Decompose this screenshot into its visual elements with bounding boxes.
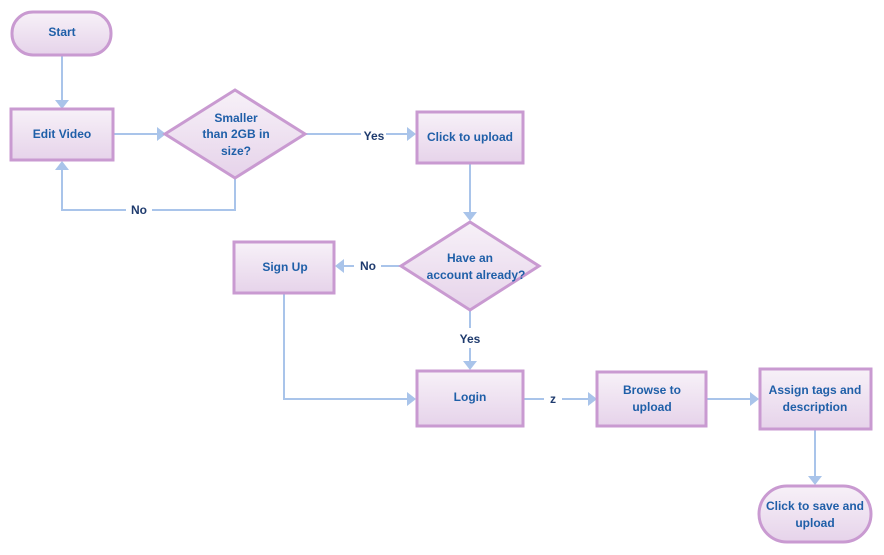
arrowhead xyxy=(463,212,477,221)
node-save-upload-line-1: Click to save and xyxy=(766,499,864,513)
arrowhead xyxy=(588,392,597,406)
node-save-upload: Click to save and upload xyxy=(757,484,873,544)
decision-size-check-line-3: size? xyxy=(221,144,251,158)
node-edit-video: Edit Video xyxy=(9,107,115,162)
arrowhead xyxy=(157,127,166,141)
decision-account-check-line-1: Have an xyxy=(447,251,493,265)
edge-signup-to-login xyxy=(283,294,407,400)
decision-size-check: Smaller than 2GB in size? xyxy=(162,88,308,180)
node-save-upload-line-2: upload xyxy=(795,516,834,530)
edge-label-account-no: No xyxy=(360,259,376,273)
decision-account-check-line-2: account already? xyxy=(427,268,526,282)
decision-size-check-line-1: Smaller xyxy=(214,111,258,125)
edge-size-no xyxy=(61,169,236,211)
node-assign-tags-line-2: description xyxy=(783,400,848,414)
node-click-to-upload-label: Click to upload xyxy=(427,130,513,144)
edge-label-login-browse: z xyxy=(550,392,556,406)
node-assign-tags-line-1: Assign tags and xyxy=(769,383,862,397)
node-assign-tags: Assign tags and description xyxy=(758,367,873,431)
node-login: Login xyxy=(415,369,525,428)
arrowhead xyxy=(335,259,344,273)
arrowhead xyxy=(407,392,416,406)
node-browse: Browse to upload xyxy=(595,370,708,428)
decision-account-check: Have an account already? xyxy=(398,220,542,312)
node-edit-video-label: Edit Video xyxy=(33,127,91,141)
node-browse-line-2: upload xyxy=(632,400,671,414)
node-start: Start xyxy=(10,10,113,57)
node-sign-up: Sign Up xyxy=(232,240,336,295)
arrowhead xyxy=(808,476,822,485)
edge-label-account-yes: Yes xyxy=(460,332,481,346)
node-browse-line-1: Browse to xyxy=(623,383,681,397)
node-sign-up-label: Sign Up xyxy=(262,260,307,274)
connectors xyxy=(55,56,822,485)
edge-label-size-no: No xyxy=(131,203,147,217)
arrowhead xyxy=(55,161,69,170)
arrowhead xyxy=(750,392,759,406)
node-click-to-upload: Click to upload xyxy=(415,110,525,165)
node-login-label: Login xyxy=(454,390,487,404)
arrowhead xyxy=(407,127,416,141)
node-start-label: Start xyxy=(48,25,75,39)
edge-label-size-yes: Yes xyxy=(364,129,385,143)
decision-size-check-line-2: than 2GB in xyxy=(202,127,269,141)
arrowhead xyxy=(55,100,69,109)
arrowhead xyxy=(463,361,477,370)
